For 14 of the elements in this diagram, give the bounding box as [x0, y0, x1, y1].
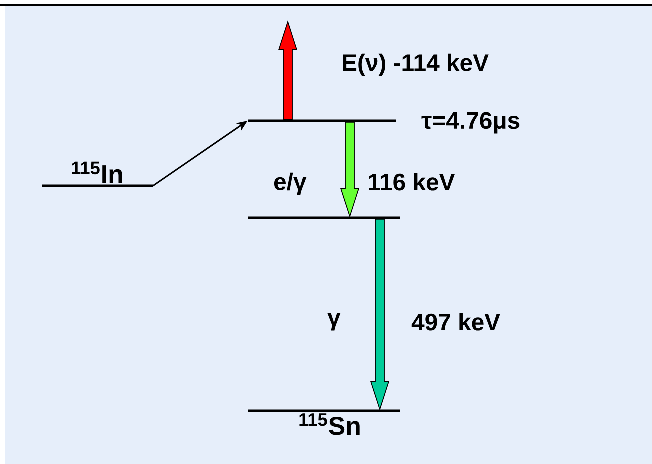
node-label: $^{115}$Sn — [300, 414, 360, 436]
energy-level — [248, 216, 400, 220]
edge-label: 497 keV — [412, 313, 500, 331]
node-label: $^{115}$In — [72, 162, 122, 184]
energy-level: $^{115}$Sn — [248, 410, 400, 436]
block-arrow — [278, 20, 298, 120]
block-arrow — [370, 218, 390, 412]
edge-label: E(ν) -114 keV — [343, 54, 489, 76]
transition-label: e/γ — [274, 172, 307, 196]
block-arrow — [340, 122, 360, 218]
energy-level: $^{115}$In — [42, 162, 153, 188]
edge-label: 116 keV — [369, 173, 456, 191]
lifetime-label: τ=4.76μs — [422, 112, 520, 134]
transition-label: γ — [328, 313, 341, 331]
